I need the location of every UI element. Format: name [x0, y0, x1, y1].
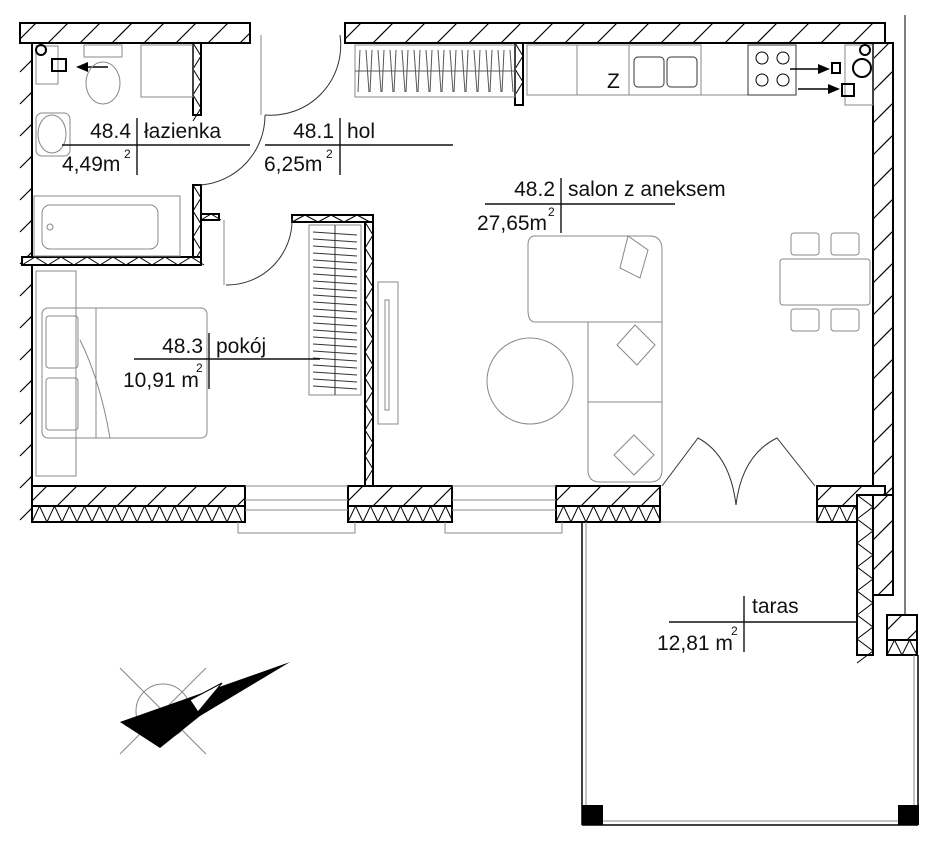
ventilation-duct	[35, 45, 59, 85]
room-name: salon z aneksem	[568, 178, 726, 201]
room-label-bathroom: 48.4 łazienka 4,49m 2	[62, 118, 250, 176]
chair	[790, 308, 820, 332]
washbasin	[35, 112, 71, 157]
cooktop	[747, 44, 797, 96]
kitchen-mark: Z	[607, 70, 620, 93]
top-wall	[19, 22, 251, 44]
unit-superscript: 2	[326, 147, 333, 161]
chair	[790, 232, 820, 256]
top-wall	[344, 22, 886, 44]
terrace-side-wall	[886, 638, 918, 656]
room-number: 48.2	[514, 178, 555, 201]
terrace-post	[898, 805, 919, 825]
bathroom-partition	[192, 184, 202, 266]
round-rug	[486, 337, 574, 425]
windows	[237, 485, 817, 534]
room-label-terrace: taras 12,81 m 2	[657, 595, 858, 655]
room-number: 48.3	[162, 335, 203, 358]
bed	[41, 307, 208, 439]
north-arrow-icon	[119, 662, 290, 755]
room-area: 27,65m	[477, 212, 547, 235]
terrace-post	[582, 805, 603, 825]
arrow-icon	[76, 62, 88, 72]
bedroom-door-swing	[225, 217, 293, 286]
nightstand-shelf	[35, 270, 77, 477]
room-area: 4,49m	[62, 153, 120, 176]
fridge	[526, 44, 578, 96]
pillow	[45, 315, 79, 369]
room-label-living: 48.2 salon z aneksem 27,65m 2	[477, 178, 726, 235]
terrace-side-wall	[886, 614, 918, 641]
toilet	[85, 61, 121, 105]
bathroom-partition	[21, 256, 205, 266]
bedroom-partition	[291, 214, 374, 223]
unit-superscript: 2	[548, 205, 555, 219]
unit-superscript: 2	[731, 624, 738, 638]
room-name: pokój	[216, 335, 266, 358]
chair	[830, 308, 860, 332]
terrace-outline	[581, 522, 919, 826]
bottom-wall	[555, 485, 661, 507]
walls	[19, 15, 918, 664]
kitchen-partition	[514, 42, 524, 106]
washing-machine	[140, 44, 194, 98]
bottom-wall	[31, 485, 246, 507]
terrace-side-wall	[856, 494, 874, 664]
bottom-wall-insulation	[347, 504, 454, 523]
room-name: hol	[347, 120, 375, 143]
room-area: 10,91 m	[123, 369, 199, 392]
bottom-wall-insulation	[555, 504, 662, 523]
room-name: łazienka	[144, 120, 221, 143]
room-number: 48.1	[293, 120, 334, 143]
cushion	[619, 235, 649, 279]
furniture: Z	[33, 34, 919, 826]
riser-pipe	[35, 44, 47, 56]
room-label-bedroom: 48.3 pokój 10,91 m 2	[123, 333, 320, 392]
bathtub	[33, 195, 181, 257]
sink	[628, 44, 702, 96]
tv-cabinet	[377, 281, 399, 425]
right-wall	[872, 42, 894, 496]
dining-table	[779, 258, 871, 306]
room-number: 48.4	[90, 120, 131, 143]
bottom-wall	[347, 485, 453, 507]
sofa	[527, 235, 663, 483]
terrace-side-wall	[872, 494, 894, 596]
bedroom-partition	[364, 221, 374, 496]
room-area: 6,25m	[264, 153, 322, 176]
room-label-hall: 48.1 hol 6,25m 2	[264, 118, 453, 176]
cushion	[613, 434, 655, 476]
cushion	[616, 324, 656, 366]
unit-superscript: 2	[124, 147, 131, 161]
room-name: taras	[752, 595, 799, 618]
bottom-wall-insulation	[31, 504, 246, 523]
tv	[384, 299, 390, 411]
unit-superscript: 2	[196, 361, 203, 375]
terrace-door-swing	[661, 437, 816, 506]
bathroom-partition	[192, 42, 202, 122]
partition-stub	[200, 213, 222, 221]
chair	[830, 232, 860, 256]
pillow	[45, 377, 79, 431]
bathroom-door-swing	[200, 114, 266, 186]
entrance-door-swing	[264, 34, 342, 116]
ventilation-duct	[844, 44, 874, 106]
room-area: 12,81 m	[657, 632, 733, 655]
